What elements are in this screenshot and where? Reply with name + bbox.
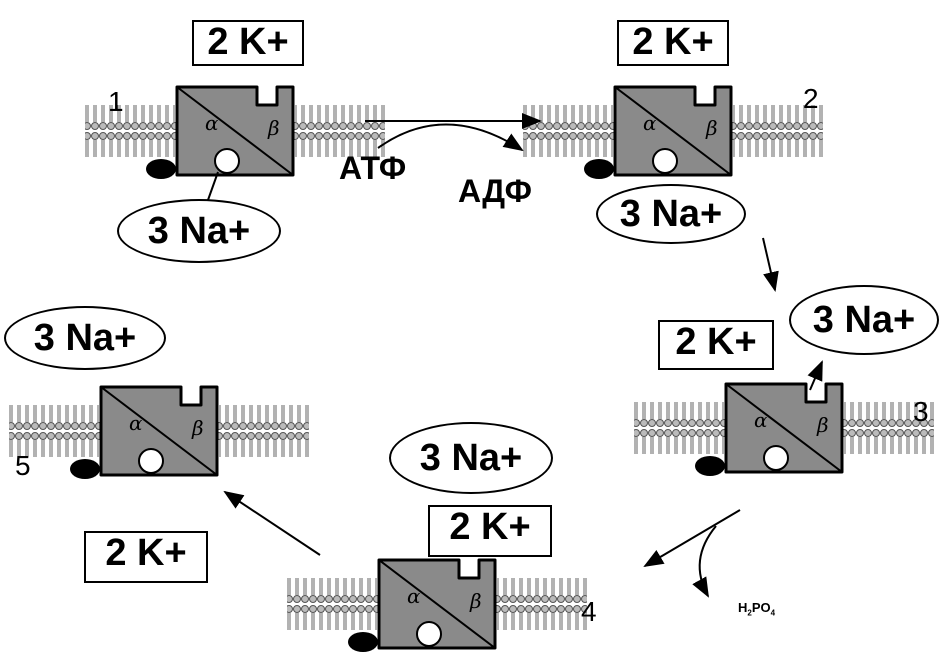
alpha-label: α: [407, 584, 421, 608]
state-number-2: 2: [803, 83, 819, 114]
alpha-label: α: [754, 408, 768, 432]
alpha-label: α: [129, 411, 143, 435]
state-number-1: 1: [108, 86, 124, 117]
na-release-arrow: [807, 360, 823, 391]
na-ion-oval: 3 Na+: [789, 285, 939, 355]
phosphate-label: H2PO4: [738, 600, 776, 618]
atp-label: АТФ: [339, 150, 407, 186]
k-ion-box: 2 K+: [428, 505, 552, 557]
phosphate-release-arrow: [692, 525, 717, 598]
k-ion-box: 2 K+: [84, 531, 208, 583]
na-ion-oval: 3 Na+: [389, 422, 553, 494]
alpha-label: α: [643, 111, 657, 135]
arrow-2-to-3: [762, 237, 779, 292]
beta-label: β: [191, 416, 204, 440]
na-ion-oval: 3 Na+: [117, 199, 281, 263]
arrow-3-to-4: [643, 509, 741, 568]
k-ion-box: 2 K+: [192, 20, 304, 66]
alpha-label: α: [205, 111, 219, 135]
atp-to-adp-arrow: [377, 123, 524, 152]
state-number-5: 5: [15, 450, 31, 481]
pump-state-5: [7, 385, 311, 481]
k-ion-box: 2 K+: [617, 20, 729, 66]
na-ion-oval: 3 Na+: [4, 306, 166, 370]
state-number-4: 4: [581, 596, 597, 627]
pump-state-2: [521, 85, 825, 181]
state-number-3: 3: [913, 396, 929, 427]
pump-state-4: [285, 558, 589, 654]
na-binding-line: [207, 171, 219, 201]
beta-label: β: [816, 413, 829, 437]
beta-label: β: [469, 589, 482, 613]
beta-label: β: [267, 116, 280, 140]
pump-state-3: [632, 382, 936, 478]
arrow-4-to-5: [223, 490, 321, 556]
beta-label: β: [705, 116, 718, 140]
k-ion-box: 2 K+: [658, 320, 774, 370]
na-ion-oval: 3 Na+: [596, 184, 746, 244]
adp-label: АДФ: [458, 173, 532, 209]
